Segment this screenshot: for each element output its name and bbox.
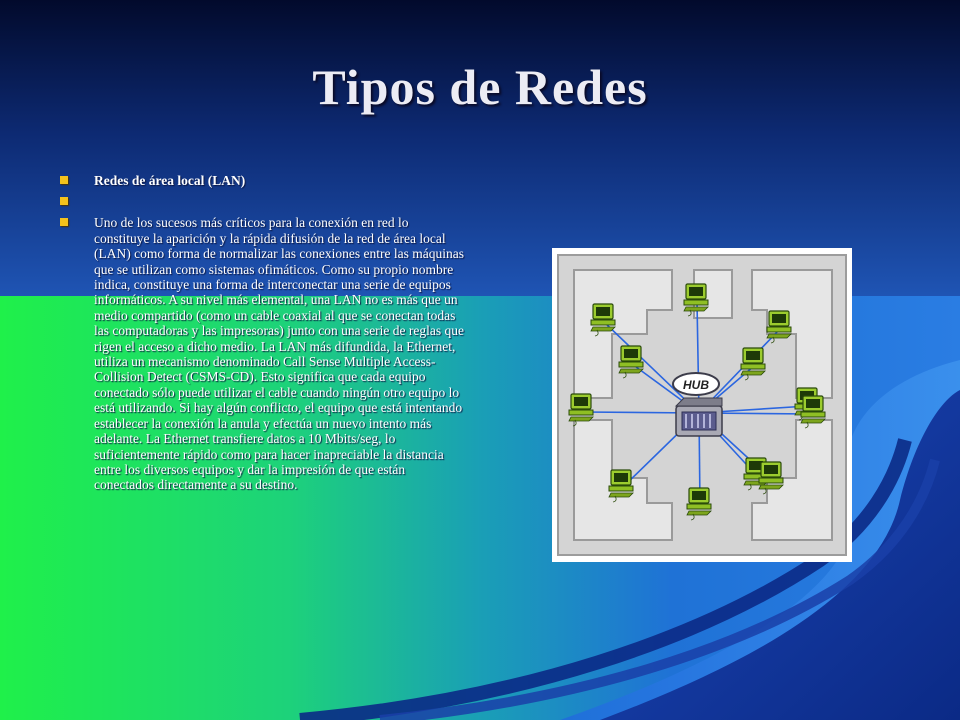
- computer-icon: [608, 469, 634, 503]
- computer-icon: [686, 487, 712, 521]
- bullet-marker: [60, 218, 68, 227]
- hub-label: HUB: [683, 378, 709, 392]
- lan-diagram-image: HUB: [552, 248, 852, 562]
- hub-switch-icon: [674, 397, 723, 437]
- bullet-list: Redes de área local (LAN) Uno de los suc…: [60, 173, 465, 499]
- bullet-text: Uno de los sucesos más críticos para la …: [94, 215, 465, 493]
- bullet-marker: [60, 176, 68, 184]
- computer-icon: [683, 283, 709, 317]
- computer-icon: [618, 345, 644, 379]
- computer-icon: [766, 310, 792, 344]
- computers: [568, 283, 826, 521]
- bullet-marker: [60, 197, 68, 206]
- computer-icon: [568, 393, 594, 427]
- computer-icon: [740, 347, 766, 381]
- bullet-item: Uno de los sucesos más críticos para la …: [60, 215, 465, 492]
- computer-icon: [590, 303, 616, 337]
- lan-diagram: HUB: [557, 254, 847, 556]
- slide-title: Tipos de Redes: [312, 59, 648, 115]
- computer-icon: [758, 461, 784, 495]
- computer-icon: [800, 395, 826, 429]
- bullet-text: Redes de área local (LAN): [94, 173, 246, 188]
- bullet-item: Redes de área local (LAN): [60, 173, 465, 188]
- bullet-item: [60, 194, 465, 209]
- hub-label-bubble: HUB: [672, 372, 720, 396]
- network-cable: [603, 321, 700, 414]
